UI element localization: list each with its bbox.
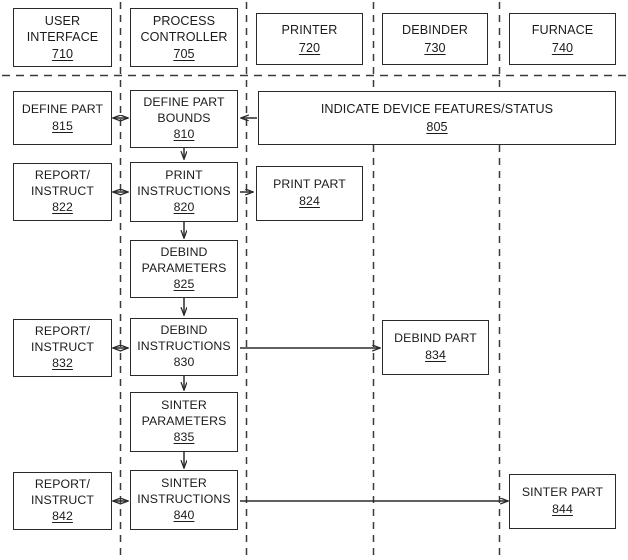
node-report-instruct-822-line2: INSTRUCT xyxy=(31,183,94,198)
node-report-instruct-822: REPORT/ INSTRUCT 822 xyxy=(13,163,112,221)
node-report-instruct-842-line1: REPORT/ xyxy=(34,476,91,491)
node-print-instructions-820: PRINT INSTRUCTIONS 820 xyxy=(130,162,238,222)
node-print-part-824: PRINT PART 824 xyxy=(256,166,363,221)
node-define-part-815-line1: DEFINE PART xyxy=(21,101,104,116)
node-report-instruct-832-line2: INSTRUCT xyxy=(31,339,94,354)
node-debind-instructions-830: DEBIND INSTRUCTIONS 830 xyxy=(130,318,238,376)
node-define-part-bounds-810-line2: BOUNDS xyxy=(157,110,211,125)
node-report-instruct-842: REPORT/ INSTRUCT 842 xyxy=(13,472,112,530)
node-report-instruct-822-line1: REPORT/ xyxy=(34,167,91,182)
node-define-part-bounds-810: DEFINE PART BOUNDS 810 xyxy=(130,90,238,148)
lane-header-printer: PRINTER 720 xyxy=(256,13,363,65)
lane-header-furnace-line1: FURNACE xyxy=(531,23,594,38)
node-report-instruct-832: REPORT/ INSTRUCT 832 xyxy=(13,319,112,377)
node-report-instruct-822-ref: 822 xyxy=(52,200,73,215)
node-sinter-parameters-835: SINTER PARAMETERS 835 xyxy=(130,392,238,452)
node-sinter-parameters-835-ref: 835 xyxy=(173,430,195,445)
node-debind-instructions-830-line1: DEBIND xyxy=(160,322,208,337)
node-indicate-device-features-status-805-ref: 805 xyxy=(426,119,448,134)
node-print-instructions-820-line1: PRINT xyxy=(165,167,203,182)
lane-header-user-interface-line1: USER xyxy=(44,13,81,28)
node-print-part-824-ref: 824 xyxy=(299,194,320,208)
node-report-instruct-842-ref: 842 xyxy=(52,509,73,524)
lane-header-process-controller-line1: PROCESS xyxy=(152,13,216,28)
lane-header-process-controller-line2: CONTROLLER xyxy=(140,29,228,44)
node-debind-parameters-825-ref: 825 xyxy=(173,277,195,292)
node-report-instruct-832-line1: REPORT/ xyxy=(34,323,91,338)
node-debind-instructions-830-line2: INSTRUCTIONS xyxy=(137,338,231,353)
node-sinter-instructions-840: SINTER INSTRUCTIONS 840 xyxy=(130,470,238,530)
lane-header-user-interface: USER INTERFACE 710 xyxy=(13,8,112,67)
node-report-instruct-842-line2: INSTRUCT xyxy=(31,492,94,507)
lane-header-debinder: DEBINDER 730 xyxy=(382,13,488,65)
node-sinter-instructions-840-ref: 840 xyxy=(173,508,195,523)
node-define-part-bounds-810-line1: DEFINE PART xyxy=(143,94,225,109)
node-sinter-part-844-ref: 844 xyxy=(552,502,573,516)
lane-header-process-controller-ref: 705 xyxy=(173,47,195,62)
node-sinter-instructions-840-line1: SINTER xyxy=(161,475,207,490)
node-print-instructions-820-ref: 820 xyxy=(173,200,195,215)
lane-header-process-controller: PROCESS CONTROLLER 705 xyxy=(130,8,238,67)
node-define-part-bounds-810-ref: 810 xyxy=(173,127,195,142)
node-sinter-parameters-835-line2: PARAMETERS xyxy=(141,413,227,428)
lane-header-furnace-ref: 740 xyxy=(551,40,574,55)
lane-header-furnace: FURNACE 740 xyxy=(509,13,616,65)
node-define-part-815-ref: 815 xyxy=(52,118,73,133)
lane-header-printer-line1: PRINTER xyxy=(281,23,338,38)
node-indicate-device-features-status-805-line1: INDICATE DEVICE FEATURES/STATUS xyxy=(320,102,554,117)
lane-header-user-interface-line2: INTERFACE xyxy=(26,29,99,44)
lane-header-printer-ref: 720 xyxy=(298,40,321,55)
node-sinter-part-844: SINTER PART 844 xyxy=(509,474,616,529)
lane-header-debinder-ref: 730 xyxy=(424,40,446,55)
node-debind-parameters-825-line1: DEBIND xyxy=(160,244,208,259)
node-debind-instructions-830-ref: 830 xyxy=(173,355,195,370)
node-debind-part-834: DEBIND PART 834 xyxy=(382,320,489,375)
node-debind-part-834-line1: DEBIND PART xyxy=(394,331,477,346)
lane-header-debinder-line1: DEBINDER xyxy=(402,23,468,38)
node-sinter-instructions-840-line2: INSTRUCTIONS xyxy=(137,491,231,506)
node-print-part-824-line1: PRINT PART xyxy=(273,177,346,192)
node-sinter-parameters-835-line1: SINTER xyxy=(161,397,207,412)
node-debind-parameters-825-line2: PARAMETERS xyxy=(141,260,227,275)
node-debind-parameters-825: DEBIND PARAMETERS 825 xyxy=(130,240,238,298)
node-indicate-device-features-status-805: INDICATE DEVICE FEATURES/STATUS 805 xyxy=(258,91,616,145)
node-report-instruct-832-ref: 832 xyxy=(52,356,73,371)
node-define-part-815: DEFINE PART 815 xyxy=(13,91,112,145)
node-print-instructions-820-line2: INSTRUCTIONS xyxy=(137,183,231,198)
node-sinter-part-844-line1: SINTER PART xyxy=(521,485,604,500)
lane-header-user-interface-ref: 710 xyxy=(51,47,74,62)
node-debind-part-834-ref: 834 xyxy=(425,348,446,362)
